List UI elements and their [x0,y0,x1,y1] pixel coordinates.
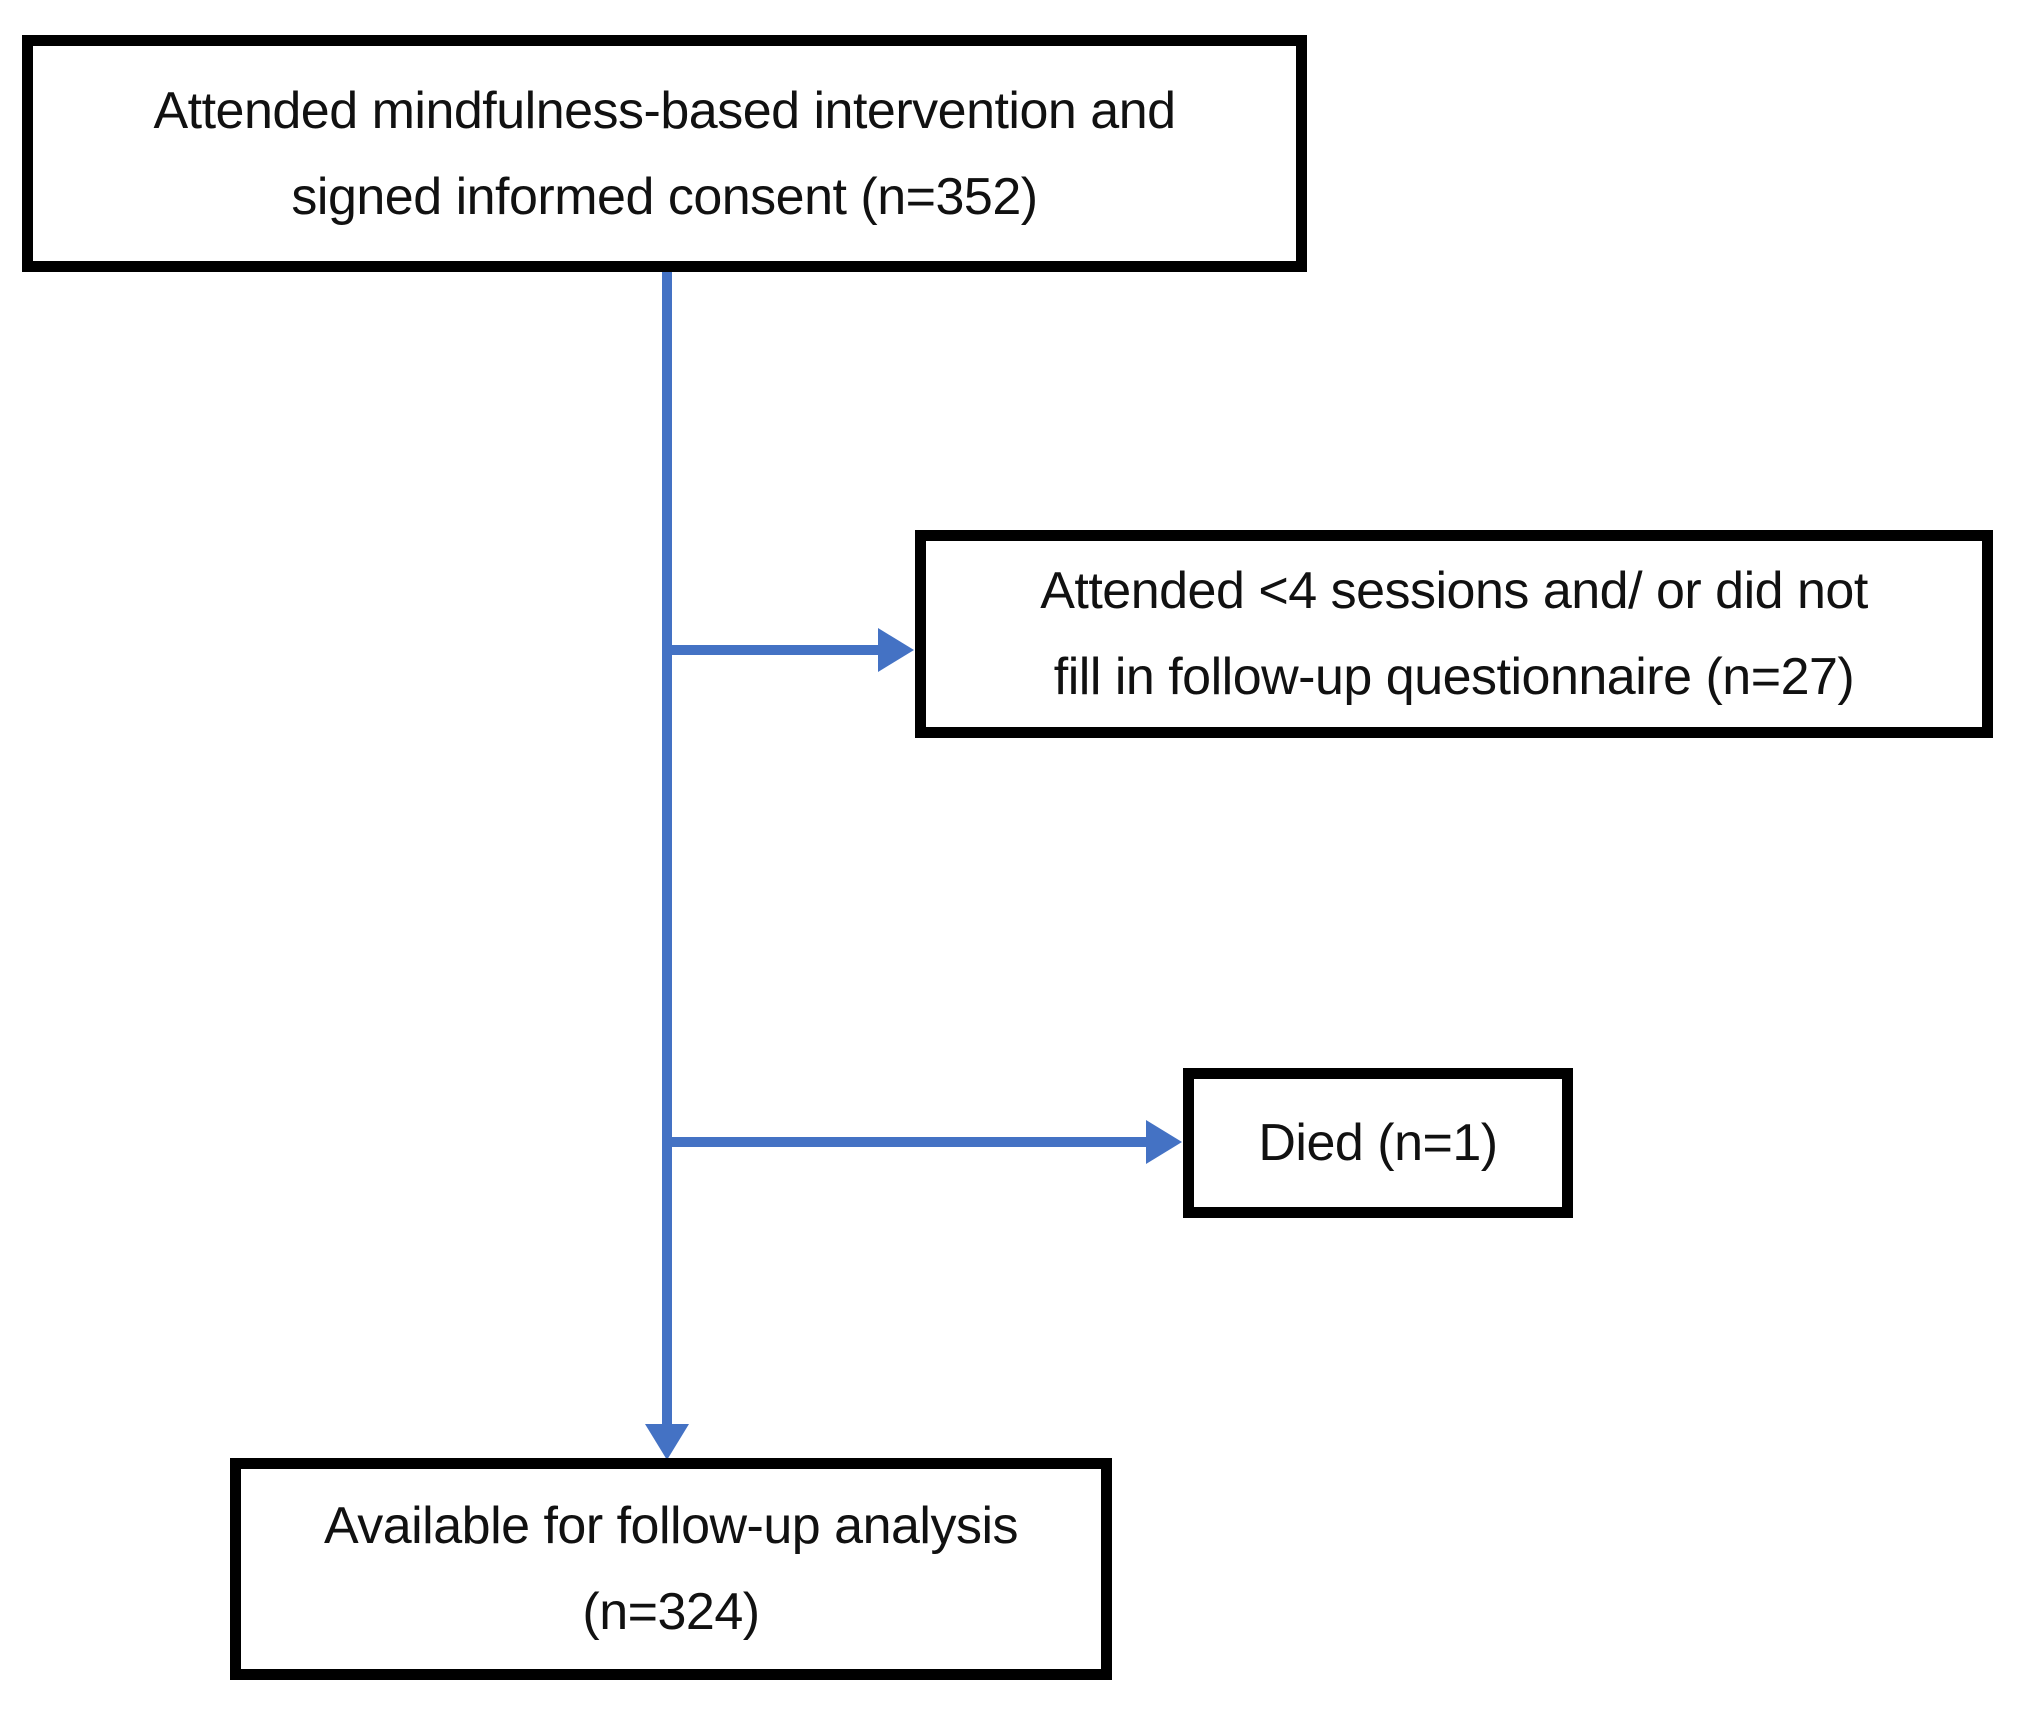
node-text-line: (n=324) [582,1583,760,1641]
node-text-line: Died (n=1) [1258,1114,1498,1172]
node-followup-analysis: Available for follow-up analysis (n=324) [230,1458,1112,1680]
arrow-branch-to-died [662,1120,1182,1164]
node-text-line: fill in follow-up questionnaire (n=27) [1053,648,1855,706]
node-text-line: Available for follow-up analysis [323,1497,1019,1555]
node-enrolled: Attended mindfulness-based intervention … [22,35,1307,272]
node-died: Died (n=1) [1183,1068,1573,1218]
node-excluded: Attended <4 sessions and/ or did not fil… [915,530,1993,738]
node-text-line: Attended <4 sessions and/ or did not [1040,562,1868,620]
node-text-line: Attended mindfulness-based intervention … [153,81,1176,140]
node-text-line: signed informed consent (n=352) [291,167,1038,226]
arrow-enrolled-to-followup [645,272,689,1460]
arrow-branch-to-excluded [662,628,914,672]
